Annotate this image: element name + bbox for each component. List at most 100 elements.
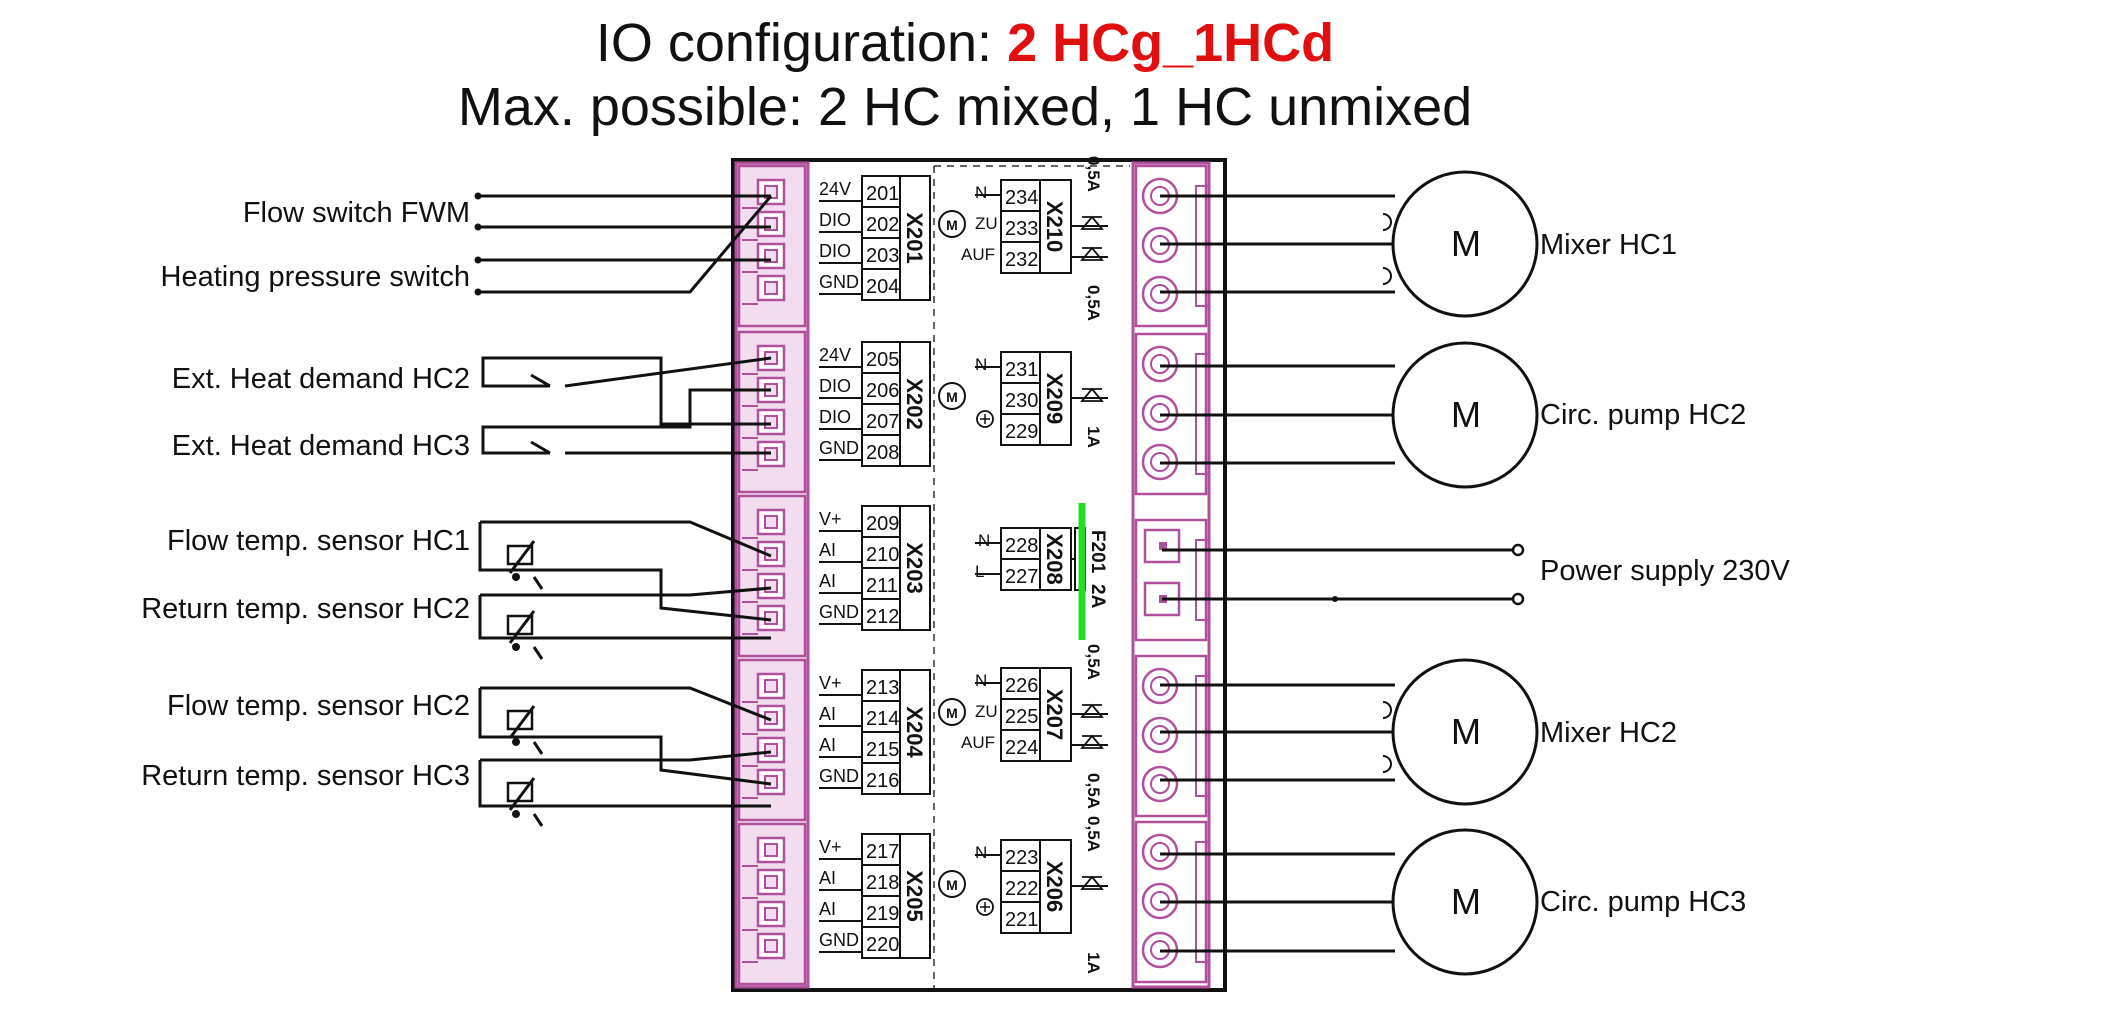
triac-icon (1080, 703, 1104, 718)
terminal-number: 222 (1005, 878, 1038, 900)
wire-return-hc3-a (480, 750, 772, 762)
sensor-dot-icon (512, 573, 520, 581)
motor-mixer-hc1: M (1160, 170, 1539, 318)
right-device-label: Power supply 230V (1540, 555, 1791, 587)
signal-label: ZU (975, 214, 998, 233)
sensor-flow-hc2 (506, 705, 544, 755)
screw-terminal-core (1150, 284, 1170, 304)
signal-label: GND (819, 602, 859, 622)
screw-terminal-core (764, 415, 778, 429)
left-device-label: Return temp. sensor HC3 (141, 760, 470, 792)
terminal-number: 203 (866, 245, 899, 267)
signal-label: DIO (819, 210, 851, 230)
terminal-number: 213 (866, 677, 899, 699)
terminal-block-outline (1134, 654, 1208, 818)
connector-table (1000, 667, 1072, 762)
wire-demand-hc2-a (481, 356, 771, 426)
terminal-block-outline (737, 822, 807, 986)
signal-label: V+ (819, 837, 842, 857)
signal-label: 24V (819, 179, 851, 199)
terminal-number: 202 (866, 214, 899, 236)
terminal-number: 216 (866, 770, 899, 792)
motor-pump-hc2: M (1160, 341, 1539, 489)
signal-label: AI (819, 899, 836, 919)
sensor-arrow-icon (508, 540, 544, 590)
right-device-label: Mixer HC1 (1540, 229, 1677, 261)
terminal-latch (1195, 539, 1210, 621)
terminal-block-outline (737, 164, 807, 328)
motor-icon (938, 698, 966, 726)
terminal-block-outline (1134, 164, 1208, 328)
signal-label: ZU (975, 702, 998, 721)
signal-label: GND (819, 438, 859, 458)
earth-icon-mark (980, 414, 990, 424)
motor-icon-label: M (946, 217, 958, 233)
left-device-label: Ext. Heat demand HC2 (172, 363, 470, 395)
screw-terminal-core (1150, 725, 1170, 745)
terminal-number: 227 (1005, 566, 1038, 588)
sensor-return-hc2 (506, 610, 544, 660)
screw-terminal (756, 540, 786, 568)
screw-terminal-core (1150, 774, 1170, 794)
motor-symbol: M (1451, 711, 1481, 752)
signal-label: N (975, 671, 987, 690)
signal-label: AI (819, 868, 836, 888)
triac-icon (1080, 387, 1104, 402)
screw-terminal (756, 672, 786, 700)
right-device-label: Mixer HC2 (1540, 717, 1677, 749)
power-terminal-n (1511, 543, 1525, 557)
terminal-number: 232 (1005, 249, 1038, 271)
screw-terminal (756, 900, 786, 928)
pump-icon (938, 870, 966, 898)
current-rating: 0,5A (1084, 644, 1103, 680)
motor-symbol: M (1451, 223, 1481, 264)
terminal-number: 204 (866, 276, 899, 298)
connector-name: X205 (902, 870, 927, 921)
connector-table (1000, 839, 1072, 934)
terminal-number: 225 (1005, 706, 1038, 728)
connector-name: X208 (1042, 533, 1067, 584)
switch-hc3-icon (530, 440, 551, 455)
fuse-name: F201 (1087, 530, 1108, 574)
triac-icon (1080, 875, 1104, 890)
connector-name: X201 (902, 212, 927, 263)
connector-name: X210 (1042, 201, 1067, 252)
terminal-latch (1195, 675, 1210, 797)
screw-terminal-core (764, 843, 778, 857)
current-rating: 0,5A (1084, 156, 1103, 192)
signal-label: GND (819, 930, 859, 950)
signal-label: AI (819, 735, 836, 755)
motor-icon-label: M (946, 705, 958, 721)
signal-label: N (975, 355, 987, 374)
connector-name: X203 (902, 542, 927, 593)
terminal-number: 230 (1005, 390, 1038, 412)
wire-return-hc3-b (478, 760, 771, 808)
terminal-block-outline (1134, 518, 1208, 642)
terminal-number: 205 (866, 349, 899, 371)
screw-terminal (756, 210, 786, 238)
sensor-arrow-icon (508, 610, 544, 660)
triac-icon (1080, 734, 1104, 749)
motor-symbol: M (1451, 881, 1481, 922)
sensor-dot-icon (512, 810, 520, 818)
wire-flow-hc1-b (478, 522, 772, 622)
screw-terminal-core (1150, 842, 1170, 862)
wire-pressure-2 (478, 195, 773, 294)
screw-terminal-core (764, 611, 778, 625)
motor-icon (1391, 341, 1539, 489)
signal-label: DIO (819, 376, 851, 396)
rotation-ccw-icon (1382, 755, 1392, 773)
signal-label: GND (819, 766, 859, 786)
switch-hc2-icon (530, 373, 551, 388)
signal-label: GND (819, 272, 859, 292)
wire-return-hc2-b (478, 595, 771, 640)
connector-name: X202 (902, 378, 927, 429)
controller-module: X20120124V202DIO203DIO204GNDX20220524V20… (731, 156, 1227, 992)
signal-label: L (975, 562, 984, 581)
screw-terminal-core (764, 907, 778, 921)
wire-flow-hc2-b (478, 688, 772, 786)
motor-icon (938, 210, 966, 238)
screw-terminal-core (1159, 542, 1167, 550)
